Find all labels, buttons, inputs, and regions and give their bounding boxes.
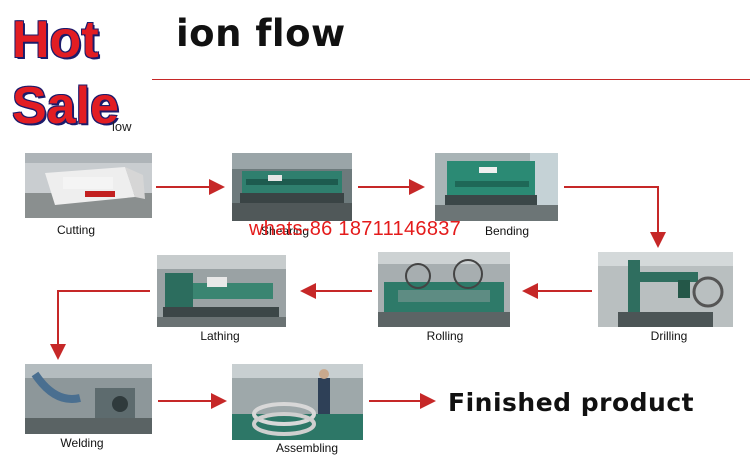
finished-product-label: Finished product [448, 388, 694, 417]
arrow-lathing-to-welding [58, 291, 150, 356]
contact-watermark: whats-86 18711146837 [249, 218, 461, 241]
arrow-bending-to-drilling [564, 187, 658, 244]
